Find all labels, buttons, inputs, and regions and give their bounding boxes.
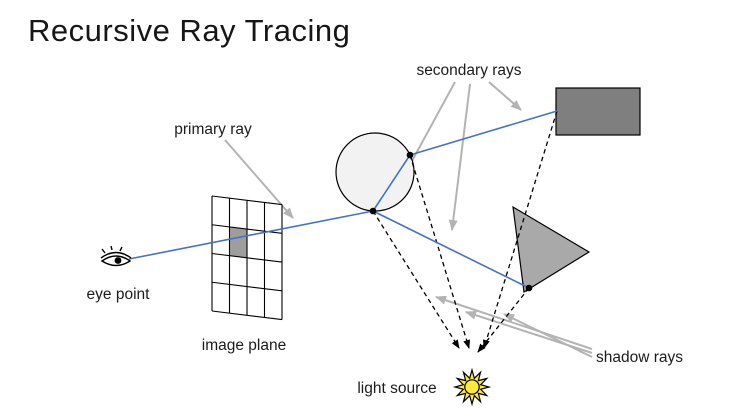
shadow-rays-group	[372, 110, 558, 353]
label-primary-ray: primary ray	[174, 121, 252, 138]
page-title: Recursive Ray Tracing	[28, 13, 350, 48]
primary-ray-line	[128, 210, 374, 260]
rectangle-object	[555, 87, 641, 136]
shadow-rays-pointer-arrow-1	[435, 295, 593, 350]
secondary-ray-to-triangle	[372, 210, 530, 289]
secondary-ray-to-rectangle	[409, 110, 558, 156]
eye-outline	[100, 255, 132, 267]
triangle-object	[512, 205, 591, 293]
secondary-rays-pointer-arrow-3	[488, 81, 522, 111]
eye-icon	[100, 245, 132, 267]
hit-point-sphere-exit	[406, 151, 414, 159]
shadow-ray-from-rectangle	[483, 110, 558, 349]
hit-point-triangle	[525, 284, 533, 292]
shadow-ray-from-sphere-exit	[409, 154, 471, 349]
eye-pupil	[114, 257, 122, 264]
label-eye-point: eye point	[87, 286, 151, 303]
secondary-rays-pointer-arrow-2	[448, 83, 471, 231]
label-image-plane: image plane	[202, 337, 286, 354]
image-plane-grid	[211, 195, 283, 321]
image-plane-shaded-pixel	[229, 226, 247, 258]
eye-lashes	[101, 245, 123, 254]
hit-point-sphere	[369, 207, 377, 215]
sun-icon	[452, 367, 492, 407]
sphere-object	[335, 132, 415, 212]
sun-core	[464, 379, 480, 395]
label-shadow-rays: shadow rays	[596, 349, 683, 366]
shadow-ray-from-sphere-hit	[372, 210, 460, 349]
rays-group	[128, 110, 558, 289]
secondary-rays-pointer-arrow-1	[405, 81, 456, 173]
image-plane-gridlines	[211, 195, 283, 321]
label-light-source: light source	[357, 380, 436, 397]
shadow-rays-pointer-arrow-3	[503, 313, 593, 358]
shadow-ray-from-triangle	[477, 287, 530, 353]
eye-upper-lid	[100, 251, 132, 259]
label-secondary-rays: secondary rays	[416, 62, 521, 79]
secondary-ray-through-sphere	[372, 154, 411, 212]
